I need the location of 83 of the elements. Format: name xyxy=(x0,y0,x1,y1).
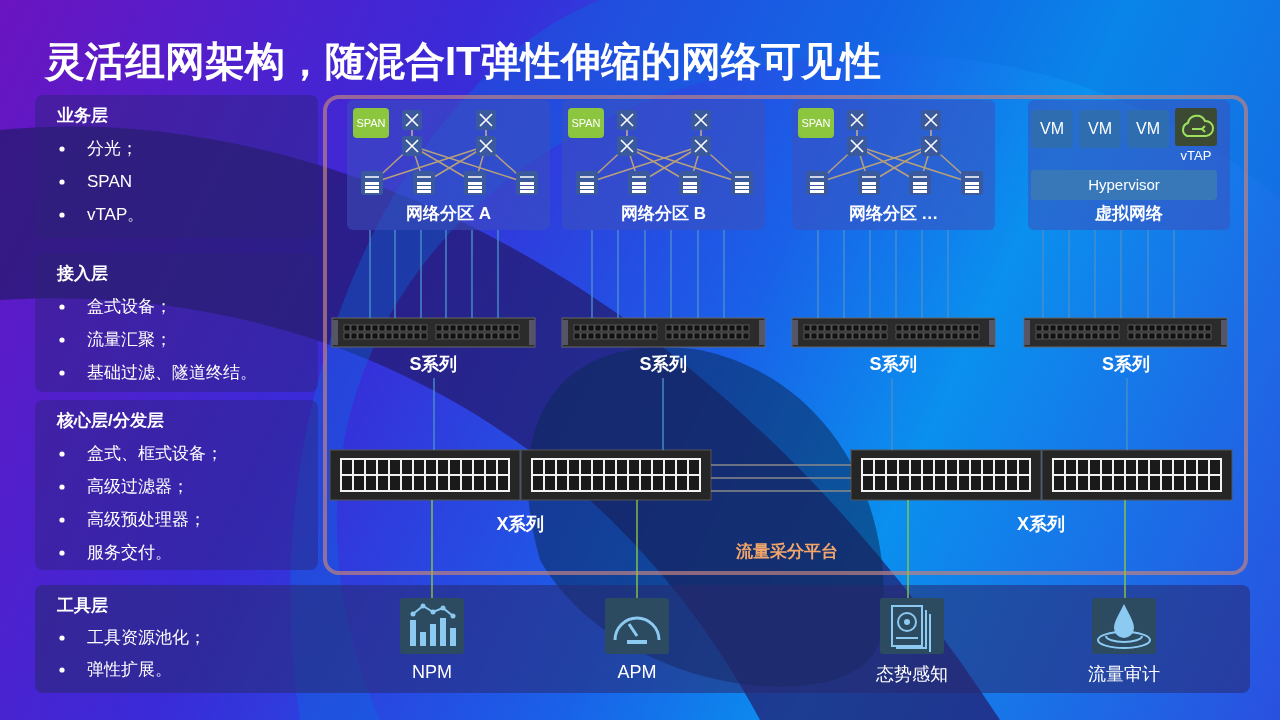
connector-line xyxy=(1126,377,1128,451)
partition-title: 网络分区 A xyxy=(405,203,492,225)
connector-line xyxy=(431,499,433,599)
virtual-network-panel xyxy=(1028,100,1230,230)
connector-line xyxy=(644,229,646,319)
connector-line xyxy=(817,229,819,319)
partition-title: 网络分区 … xyxy=(847,203,940,225)
connector-line xyxy=(1124,499,1126,599)
bullet-text: 流量汇聚； xyxy=(87,329,172,351)
connector-line xyxy=(497,229,499,319)
device-label: S系列 xyxy=(638,353,689,376)
slide-title: 灵活组网架构，随混合IT弹性伸缩的网络可见性 xyxy=(45,38,881,85)
vm-box: VM xyxy=(1127,110,1169,148)
layer-heading: 核心层/分发层 xyxy=(57,410,164,432)
platform-frame xyxy=(323,95,1248,575)
hypervisor-box: Hypervisor xyxy=(1031,170,1217,200)
device-label: S系列 xyxy=(1101,353,1151,376)
network-partition-panel xyxy=(792,100,995,230)
span-badge: SPAN xyxy=(353,108,389,138)
connector-line xyxy=(891,377,893,451)
connector-line xyxy=(636,499,638,599)
connector-line xyxy=(591,229,593,319)
connector-line xyxy=(670,229,672,319)
connector-line xyxy=(710,477,852,479)
tool-label: APM xyxy=(616,662,658,683)
connector-line xyxy=(710,490,852,492)
bullet-text: 盒式、框式设备； xyxy=(87,443,223,465)
bullet-text: 高级预处理器； xyxy=(87,509,206,531)
device-label: S系列 xyxy=(408,353,459,376)
connector-line xyxy=(1068,229,1070,319)
connector-line xyxy=(445,229,447,319)
network-partition-panel xyxy=(347,100,550,230)
partition-title: 虚拟网络 xyxy=(1094,203,1164,225)
bullet-text: 服务交付。 xyxy=(87,542,172,564)
connector-line xyxy=(697,229,699,319)
connector-line xyxy=(947,229,949,319)
tool-label: 态势感知 xyxy=(875,663,949,686)
device-label: S系列 xyxy=(868,353,919,376)
layer-heading: 工具层 xyxy=(57,595,108,617)
bullet-text: 基础过滤、隧道终结。 xyxy=(87,362,257,384)
partition-title: 网络分区 B xyxy=(620,203,707,225)
connector-line xyxy=(420,229,422,319)
connector-line xyxy=(710,464,852,466)
connector-line xyxy=(723,229,725,319)
connector-line xyxy=(869,229,871,319)
connector-line xyxy=(662,377,664,451)
layer-heading: 业务层 xyxy=(57,105,108,127)
connector-line xyxy=(394,229,396,319)
span-badge: SPAN xyxy=(798,108,834,138)
layer-card xyxy=(35,400,318,570)
connector-line xyxy=(907,499,909,599)
device-label: X系列 xyxy=(1016,513,1066,536)
layer-card xyxy=(35,95,318,238)
connector-line xyxy=(1094,229,1096,319)
bullet-text: 盒式设备； xyxy=(87,296,172,318)
vm-box: VM xyxy=(1031,110,1073,148)
layer-band xyxy=(35,585,1250,693)
connector-line xyxy=(1147,229,1149,319)
bullet-text: 工具资源池化； xyxy=(87,627,206,649)
vm-box: VM xyxy=(1079,110,1121,148)
bullet-text: 弹性扩展。 xyxy=(87,659,172,681)
vtap-label: vTAP xyxy=(1179,148,1213,163)
connector-line xyxy=(843,229,845,319)
tool-label: 流量审计 xyxy=(1087,663,1161,686)
bullet-text: 高级过滤器； xyxy=(87,476,189,498)
bullet-text: vTAP。 xyxy=(87,204,145,226)
layer-card xyxy=(35,253,318,392)
connector-line xyxy=(895,229,897,319)
bullet-text: SPAN xyxy=(87,171,133,193)
connector-line xyxy=(369,229,371,319)
device-label: X系列 xyxy=(495,513,546,536)
connector-line xyxy=(1120,229,1122,319)
platform-label: 流量采分平台 xyxy=(735,541,839,563)
connector-line xyxy=(617,229,619,319)
connector-line xyxy=(1042,229,1044,319)
connector-line xyxy=(1173,229,1175,319)
bullet-text: 分光； xyxy=(87,138,138,160)
network-partition-panel xyxy=(562,100,765,230)
span-badge: SPAN xyxy=(568,108,604,138)
connector-line xyxy=(471,229,473,319)
connector-line xyxy=(921,229,923,319)
tool-label: NPM xyxy=(411,662,453,683)
layer-heading: 接入层 xyxy=(57,263,108,285)
